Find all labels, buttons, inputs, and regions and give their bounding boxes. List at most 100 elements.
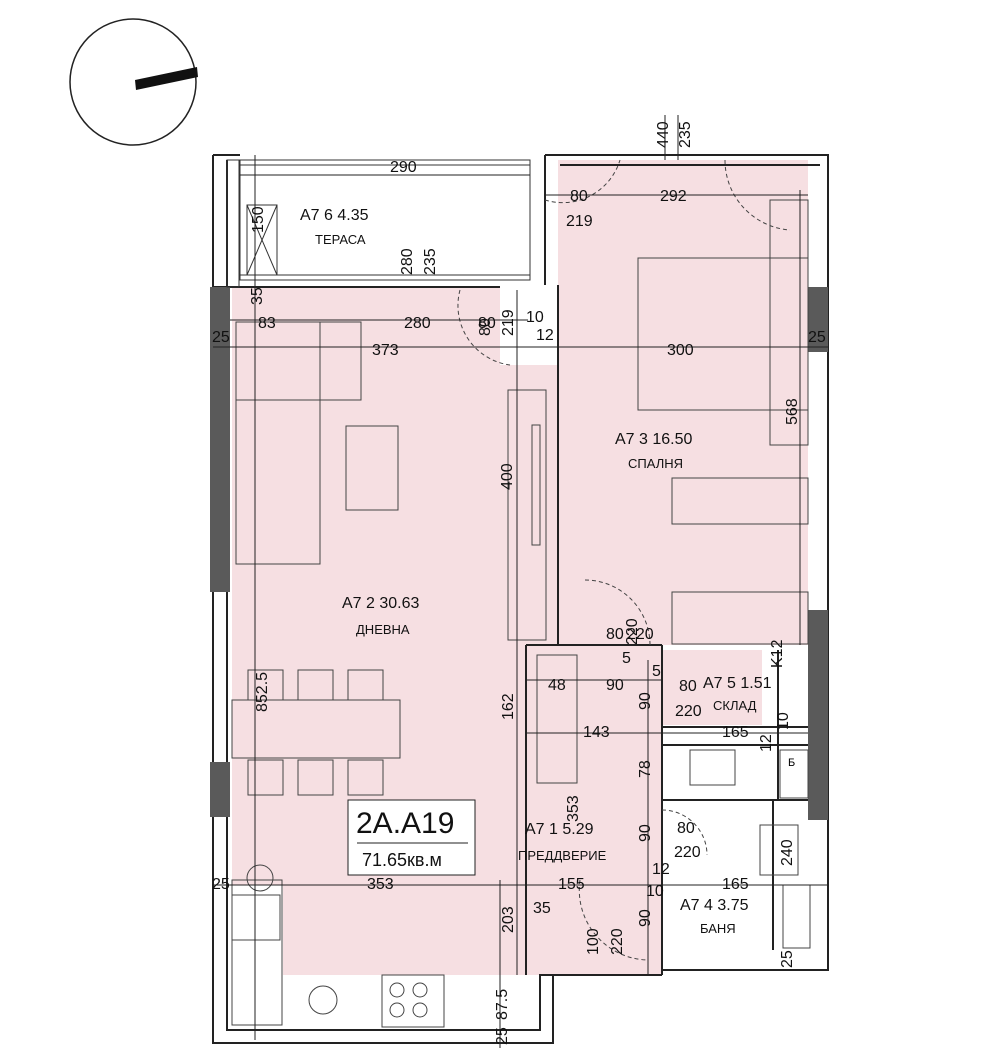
dim-v-20: 220 [609, 928, 626, 955]
unit-area: 71.65кв.м [362, 850, 442, 870]
dim-h-31: 220 [627, 626, 654, 643]
dim-h-9: 12 [536, 327, 554, 344]
dim-v-22: K12 [769, 639, 786, 668]
wardrobe-bedroom-1 [671, 477, 809, 525]
unit-code: 2A.A19 [356, 807, 454, 840]
north-arrow [69, 18, 198, 146]
dim-v-3: 150 [250, 206, 267, 233]
dim-h-16: 5 [652, 663, 661, 680]
dim-h-24: 353 [367, 876, 394, 893]
terrace-railing [226, 159, 531, 288]
room-labels: A7 6 4.35 ТЕРАСА A7 2 30.63 ДНЕВНА A7 3 … [300, 207, 772, 936]
dim-v-2: 235 [677, 121, 694, 148]
room-name-bedroom: A7 3 16.50 [615, 431, 693, 448]
hall-cabinet [536, 654, 578, 784]
walls [212, 154, 829, 1044]
dim-h-15: 90 [606, 677, 624, 694]
dim-h-11: 373 [372, 342, 399, 359]
dim-h-19: 143 [583, 724, 610, 741]
door-swings [457, 159, 791, 961]
dim-v-27: 25 [494, 1027, 511, 1045]
cooktop [308, 985, 338, 1015]
dim-h-20: 165 [722, 724, 749, 741]
dim-h-4: 292 [660, 188, 687, 205]
windows [210, 287, 828, 820]
shower-column [782, 884, 811, 949]
dim-h-22: 220 [674, 844, 701, 861]
dim-v-21: 90 [637, 909, 654, 927]
dim-h-27: 165 [722, 876, 749, 893]
furniture [231, 199, 811, 1028]
dim-h-8: 10 [526, 309, 544, 326]
dim-v-7: 219 [500, 309, 517, 336]
dim-v-19: 100 [585, 928, 602, 955]
dim-v-5: 235 [422, 248, 439, 275]
dim-v-13: 90 [637, 692, 654, 710]
dim-h-10: 25 [212, 329, 230, 346]
room-label-terrace: ТЕРАСА [315, 232, 366, 247]
dim-v-17: 852.5 [254, 672, 271, 712]
dim-v-11: 220 [624, 618, 641, 645]
dimension-lines [213, 115, 828, 1048]
dim-h-7: 80 [478, 315, 496, 332]
room-name-bath: A7 4 3.75 [680, 897, 749, 914]
dim-h-25: 155 [558, 876, 585, 893]
dim-v-24: 12 [758, 734, 775, 752]
dim-h-30: 80 [606, 626, 624, 643]
dim-v-9: 568 [784, 398, 801, 425]
dim-h-12: 300 [667, 342, 694, 359]
dim-v-6: 35 [249, 287, 266, 305]
room-label-bedroom: СПАЛНЯ [628, 456, 683, 471]
coffee-table [345, 425, 399, 511]
dim-h-28: 35 [533, 900, 551, 917]
dim-v-4: 280 [399, 248, 416, 275]
dim-h-29: 10 [646, 883, 664, 900]
dim-h-1: 290 [390, 159, 417, 176]
dimension-texts-horizontal: 290 80 219 292 83 280 80 10 12 25 373 30… [212, 159, 826, 917]
toilet [759, 824, 799, 876]
dim-v-16: 90 [637, 824, 654, 842]
washbasin [689, 749, 736, 786]
dim-v-8: 400 [499, 463, 516, 490]
dim-h-23: 25 [212, 876, 230, 893]
dim-h-3: 219 [566, 213, 593, 230]
dim-v-23: 10 [775, 712, 792, 730]
dim-v-25: 240 [779, 839, 796, 866]
dim-v-1: 440 [655, 121, 672, 148]
room-label-storage: СКЛАД [713, 698, 757, 713]
dimension-texts-vertical: 440 235 150 280 235 35 219 400 568 80 22… [249, 121, 801, 1045]
dim-h-2: 80 [570, 188, 588, 205]
boiler [779, 749, 809, 799]
dim-h-5: 83 [258, 315, 276, 332]
dim-v-14: 78 [637, 760, 654, 778]
wardrobe-bedroom-2 [671, 591, 809, 645]
dim-h-6: 280 [404, 315, 431, 332]
wardrobe-living [507, 389, 547, 641]
dim-v-12: 162 [500, 693, 517, 720]
bath-fill [662, 800, 770, 950]
room-name-living: A7 2 30.63 [342, 595, 420, 612]
room-label-bath: БАНЯ [700, 921, 736, 936]
room-name-storage: A7 5 1.51 [703, 675, 772, 692]
room-label-living: ДНЕВНА [356, 622, 410, 637]
dim-h-14: 48 [548, 677, 566, 694]
room-name-terrace: A7 6 4.35 [300, 207, 369, 224]
dim-h-32: 5 [622, 650, 631, 667]
dim-v-15: 353 [565, 795, 582, 822]
kitchen-sink [246, 864, 274, 892]
room-label-hall: ПРЕДДВЕРИЕ [518, 848, 607, 863]
dim-h-13: 25 [808, 329, 826, 346]
dim-v-26: 25 [779, 950, 796, 968]
living-room-fill [232, 287, 558, 975]
dim-v-10: 80 [477, 318, 494, 336]
dim-h-18: 220 [675, 703, 702, 720]
dim-h-17: 80 [679, 678, 697, 695]
hall-fill [526, 645, 662, 975]
kitchen-counter [231, 879, 283, 1026]
dim-v-28: 87.5 [494, 989, 511, 1020]
unit-badge: 2A.A19 71.65кв.м [347, 799, 476, 876]
dim-h-26: 12 [652, 861, 670, 878]
boiler-symbol: Б [788, 757, 795, 769]
dim-v-18: 203 [500, 906, 517, 933]
